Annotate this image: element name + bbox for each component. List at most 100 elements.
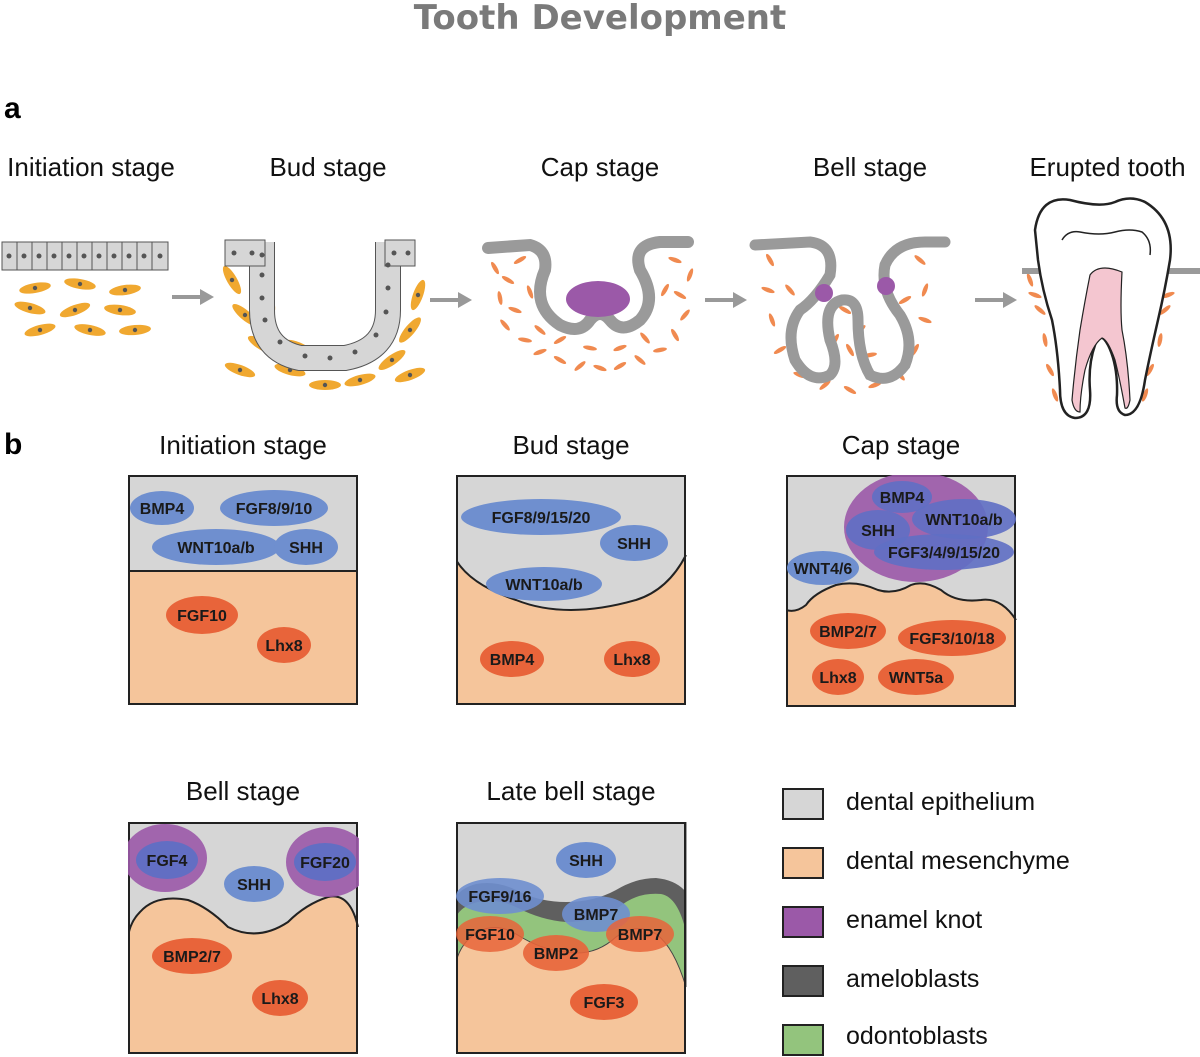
- gene-bmp2: BMP2: [523, 935, 589, 971]
- panel-a-illustration: [1, 197, 1200, 420]
- legend-label-ameloblasts: ameloblasts: [846, 965, 980, 993]
- gene-bmp7-epithelial: BMP7: [562, 896, 630, 932]
- box-title-cap: Cap stage: [841, 430, 961, 460]
- svg-text:WNT4/6: WNT4/6: [794, 561, 853, 578]
- box-bell: FGF4 SHH FGF20 BMP2/7 Lhx8: [128, 822, 359, 1054]
- stage-label-erupted: Erupted tooth: [1029, 152, 1186, 182]
- gene-bmp4: BMP4: [872, 481, 932, 513]
- svg-text:SHH: SHH: [617, 536, 651, 553]
- svg-text:BMP4: BMP4: [880, 490, 925, 507]
- svg-text:BMP2/7: BMP2/7: [819, 624, 877, 641]
- gene-wnt10a-b: WNT10a/b: [912, 499, 1016, 539]
- legend-swatch-mesenchyme: [782, 847, 824, 879]
- gene-fgf4: FGF4: [136, 841, 198, 879]
- box-initiation: BMP4 FGF8/9/10 WNT10a/b SHH FGF10 Lhx8: [128, 475, 358, 705]
- svg-text:SHH: SHH: [289, 540, 323, 557]
- legend-swatch-odontoblasts: [782, 1024, 824, 1056]
- svg-text:WNT10a/b: WNT10a/b: [177, 540, 255, 557]
- legend-label-odontoblasts: odontoblasts: [846, 1022, 988, 1050]
- gene-bmp4: BMP4: [130, 491, 194, 525]
- svg-text:BMP4: BMP4: [490, 652, 535, 669]
- cap-epithelium: [482, 236, 694, 335]
- legend-swatch-epithelium: [782, 788, 824, 820]
- svg-text:Lhx8: Lhx8: [265, 638, 302, 655]
- initiation-mesenchyme-cells: [13, 276, 152, 339]
- svg-text:SHH: SHH: [861, 523, 895, 540]
- svg-text:FGF20: FGF20: [300, 855, 350, 872]
- gene-wnt5a: WNT5a: [878, 659, 954, 695]
- svg-text:WNT10a/b: WNT10a/b: [505, 577, 583, 594]
- stage-label-bell: Bell stage: [812, 152, 928, 182]
- gene-wnt4-6: WNT4/6: [787, 551, 859, 585]
- svg-text:BMP4: BMP4: [140, 501, 185, 518]
- enamel-knot: [566, 281, 630, 317]
- arrow-icon: [975, 292, 1017, 308]
- box-title-initiation: Initiation stage: [159, 430, 327, 460]
- gene-bmp7-mesenchymal: BMP7: [606, 916, 674, 952]
- svg-text:BMP7: BMP7: [618, 927, 663, 944]
- svg-text:FGF3: FGF3: [584, 995, 625, 1012]
- gene-fgf9-16: FGF9/16: [456, 878, 544, 914]
- svg-text:BMP2/7: BMP2/7: [163, 949, 221, 966]
- bud-epithelium: [224, 239, 416, 371]
- stage-label-cap: Cap stage: [540, 152, 660, 182]
- legend-swatch-ameloblasts: [782, 965, 824, 997]
- svg-text:WNT5a: WNT5a: [889, 670, 943, 687]
- gene-lhx8: Lhx8: [257, 627, 311, 663]
- figure-title: Tooth Development: [413, 0, 787, 38]
- svg-text:WNT10a/b: WNT10a/b: [925, 512, 1003, 529]
- gene-lhx8: Lhx8: [604, 641, 660, 677]
- bell-epithelium: [749, 236, 951, 384]
- box-title-bell: Bell stage: [185, 776, 301, 806]
- gene-fgf10: FGF10: [166, 596, 238, 634]
- gene-lhx8: Lhx8: [812, 659, 864, 695]
- arrow-icon: [172, 289, 214, 305]
- legend: dental epithelium dental mesenchyme enam…: [782, 786, 1182, 1056]
- initiation-epithelium-cells: [1, 241, 169, 271]
- panel-a-letter: a: [4, 92, 21, 125]
- legend-label-mesenchyme: dental mesenchyme: [846, 847, 1070, 875]
- enamel-knot: [877, 277, 895, 295]
- arrow-icon: [430, 292, 472, 308]
- gene-fgf8-9-10: FGF8/9/10: [220, 490, 328, 526]
- gene-fgf10: FGF10: [456, 916, 524, 952]
- gene-fgf3-4-9-15-20: FGF3/4/9/15/20: [874, 534, 1014, 570]
- legend-swatch-enamel-knot: [782, 906, 824, 938]
- gene-shh: SHH: [224, 866, 284, 902]
- svg-text:FGF8/9/10: FGF8/9/10: [236, 501, 313, 518]
- svg-text:FGF3/10/18: FGF3/10/18: [909, 631, 994, 648]
- svg-text:FGF10: FGF10: [465, 927, 515, 944]
- arrow-icon: [705, 292, 747, 308]
- svg-text:FGF8/9/15/20: FGF8/9/15/20: [492, 510, 591, 527]
- gene-wnt10a-b: WNT10a/b: [152, 529, 280, 565]
- gene-wnt10a-b: WNT10a/b: [486, 567, 602, 601]
- stage-label-initiation: Initiation stage: [7, 152, 175, 182]
- stage-label-bud: Bud stage: [269, 152, 387, 182]
- gene-bmp2-7: BMP2/7: [152, 938, 232, 974]
- gene-bmp4: BMP4: [480, 641, 544, 677]
- gene-shh: SHH: [556, 842, 616, 878]
- svg-text:Lhx8: Lhx8: [261, 991, 298, 1008]
- gene-fgf20: FGF20: [294, 843, 356, 881]
- svg-text:SHH: SHH: [237, 877, 271, 894]
- box-late-bell: SHH FGF9/16 BMP7 FGF10 BMP2 BMP7 FGF3: [456, 822, 687, 1054]
- svg-text:SHH: SHH: [569, 853, 603, 870]
- svg-text:FGF4: FGF4: [147, 853, 188, 870]
- legend-label-enamel-knot: enamel knot: [846, 906, 983, 934]
- gene-lhx8: Lhx8: [252, 980, 308, 1016]
- svg-text:Lhx8: Lhx8: [613, 652, 650, 669]
- gene-fgf3-10-18: FGF3/10/18: [898, 620, 1006, 656]
- gene-shh: SHH: [274, 529, 338, 565]
- erupted-tooth: [1022, 197, 1200, 420]
- enamel-knot: [815, 284, 833, 302]
- box-title-late-bell: Late bell stage: [486, 776, 656, 806]
- gene-fgf3: FGF3: [570, 984, 638, 1020]
- svg-text:BMP7: BMP7: [574, 907, 619, 924]
- svg-text:FGF10: FGF10: [177, 608, 227, 625]
- box-title-bud: Bud stage: [512, 430, 630, 460]
- svg-text:FGF9/16: FGF9/16: [468, 889, 531, 906]
- svg-text:Lhx8: Lhx8: [819, 670, 856, 687]
- box-cap: BMP4 SHH WNT10a/b FGF3/4/9/15/20 WNT4/6 …: [786, 475, 1017, 707]
- gene-shh: SHH: [600, 525, 668, 561]
- svg-text:BMP2: BMP2: [534, 946, 579, 963]
